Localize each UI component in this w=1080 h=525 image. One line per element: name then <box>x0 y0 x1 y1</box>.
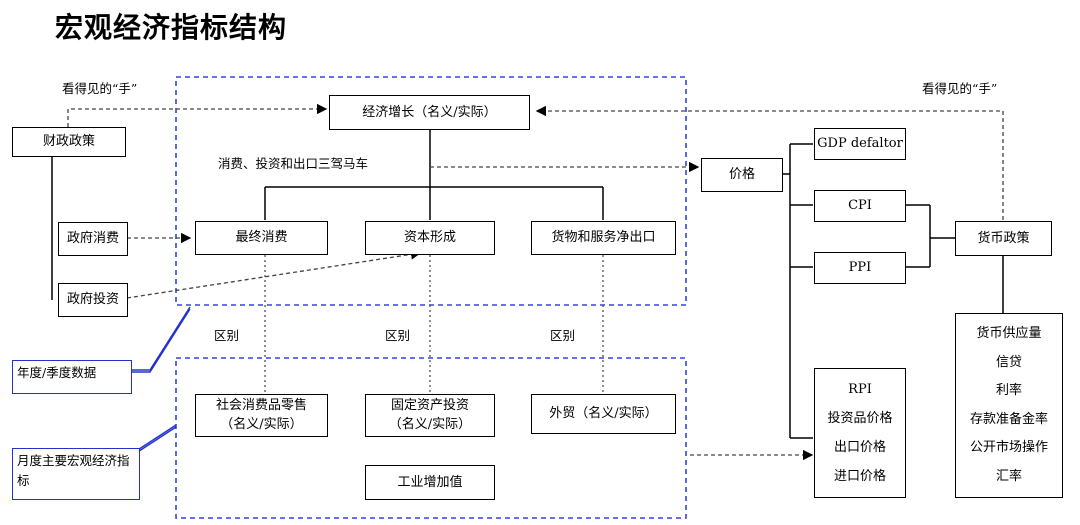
retail-sales-line-2: （名义/实际） <box>220 416 303 432</box>
gov-consumption-box: 政府消费 <box>58 222 128 256</box>
open-market-label: 公开市场操作 <box>969 440 1048 456</box>
fixed-asset-line-1: 固定资产投资 <box>390 398 469 414</box>
economic-growth-box: 经济增长（名义/实际） <box>329 95 530 130</box>
retail-sales-box: 社会消费品零售 （名义/实际） <box>195 394 328 437</box>
price-box: 价格 <box>701 158 783 192</box>
industrial-value-added-box: 工业增加值 <box>365 465 495 500</box>
investment-goods-price-label: 投资品价格 <box>827 410 893 426</box>
three-engines-label: 消费、投资和出口三驾马车 <box>218 156 369 171</box>
gov-investment-box: 政府投资 <box>58 283 128 317</box>
ppi-box: PPI <box>814 252 906 284</box>
retail-sales-line-1: 社会消费品零售 <box>215 398 307 414</box>
annual-quarterly-callout: 年度/季度数据 <box>12 360 132 394</box>
exchange-rate-label: 汇率 <box>995 468 1022 484</box>
foreign-trade-box: 外贸（名义/实际） <box>531 394 676 434</box>
reserve-ratio-label: 存款准备金率 <box>969 411 1048 427</box>
net-exports-box: 货物和服务净出口 <box>531 221 676 255</box>
difference-label-2: 区别 <box>385 328 411 343</box>
difference-label-1: 区别 <box>214 328 240 343</box>
monetary-policy-box: 货币政策 <box>955 221 1052 256</box>
fixed-asset-investment-box: 固定资产投资 （名义/实际） <box>365 394 495 437</box>
page-title: 宏观经济指标结构 <box>55 11 288 44</box>
difference-label-3: 区别 <box>550 328 576 343</box>
monthly-main-callout: 月度主要宏观经济指标 <box>12 448 140 500</box>
visible-hand-right-label: 看得见的“手” <box>922 81 998 96</box>
annual-region <box>175 76 687 306</box>
fiscal-policy-box: 财政政策 <box>12 127 126 157</box>
rpi-label: RPI <box>848 381 872 397</box>
visible-hand-left-label: 看得见的“手” <box>62 81 138 96</box>
gdp-deflator-box: GDP defaltor <box>814 128 906 160</box>
cpi-box: CPI <box>814 190 906 222</box>
interest-rate-label: 利率 <box>995 383 1022 399</box>
final-consumption-box: 最终消费 <box>195 221 328 255</box>
export-price-label: 出口价格 <box>833 439 886 455</box>
rpi-group-box: RPI 投资品价格 出口价格 进口价格 <box>814 368 906 498</box>
credit-label: 信贷 <box>995 354 1022 370</box>
monthly-region <box>175 357 687 519</box>
money-supply-label: 货币供应量 <box>976 326 1042 342</box>
monetary-tools-box: 货币供应量 信贷 利率 存款准备金率 公开市场操作 汇率 <box>955 313 1063 498</box>
import-price-label: 进口价格 <box>833 468 886 484</box>
fixed-asset-line-2: （名义/实际） <box>388 416 472 432</box>
capital-formation-box: 资本形成 <box>365 221 495 255</box>
